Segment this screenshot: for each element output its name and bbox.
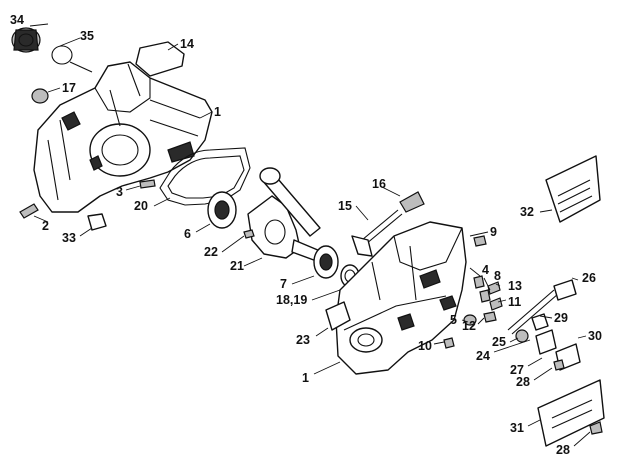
guide-plate	[537, 359, 605, 447]
pulley-assembly	[11, 27, 93, 73]
callout-10: 10	[418, 339, 432, 353]
callout-4: 4	[482, 263, 489, 277]
callout-11: 11	[508, 295, 521, 309]
pin	[139, 179, 156, 189]
callout-7: 7	[280, 277, 287, 291]
callout-1-lower: 1	[302, 371, 309, 385]
callout-29: 29	[554, 311, 568, 325]
screw	[19, 203, 39, 219]
callout-labels: 34 35 14 17 1 3 20 2 33 6 22 21 16 15 9 …	[10, 13, 602, 457]
chain-adjuster	[507, 279, 581, 371]
callout-8: 8	[494, 269, 501, 283]
crankcase-half-left	[33, 61, 213, 213]
callout-9: 9	[490, 225, 497, 239]
crankcase-half-right	[335, 221, 467, 375]
callout-16: 16	[372, 177, 386, 191]
bearing	[207, 191, 237, 229]
callout-15: 15	[338, 199, 352, 213]
callout-27: 27	[510, 363, 524, 377]
callout-34: 34	[10, 13, 24, 27]
cover-plate	[135, 41, 185, 77]
callout-3: 3	[116, 185, 123, 199]
plug	[87, 213, 107, 231]
small-fittings	[443, 235, 503, 349]
callout-30: 30	[588, 329, 602, 343]
callout-6: 6	[184, 227, 191, 241]
callout-22: 22	[204, 245, 218, 259]
callout-14: 14	[180, 37, 194, 51]
callout-13: 13	[508, 279, 522, 293]
oil-pickup	[351, 191, 425, 257]
bracket	[325, 301, 351, 331]
callout-33: 33	[62, 231, 76, 245]
callout-32: 32	[520, 205, 534, 219]
callout-23: 23	[296, 333, 310, 347]
callout-1-upper: 1	[214, 105, 221, 119]
callout-21: 21	[230, 259, 244, 273]
callout-17: 17	[62, 81, 76, 95]
callout-20: 20	[134, 199, 148, 213]
callout-25: 25	[492, 335, 506, 349]
callout-18-19: 18,19	[276, 293, 307, 307]
leader-lines	[29, 23, 591, 447]
callout-26: 26	[582, 271, 596, 285]
callout-12: 12	[462, 319, 476, 333]
chain-cover-plate	[545, 155, 601, 223]
callout-28-upper: 28	[516, 375, 530, 389]
callout-5: 5	[450, 313, 457, 327]
nut	[31, 88, 49, 104]
callout-35: 35	[80, 29, 94, 43]
callout-24: 24	[476, 349, 490, 363]
callout-31: 31	[510, 421, 524, 435]
callout-28-lower: 28	[556, 443, 570, 457]
gasket	[159, 147, 251, 206]
callout-2: 2	[42, 219, 49, 233]
